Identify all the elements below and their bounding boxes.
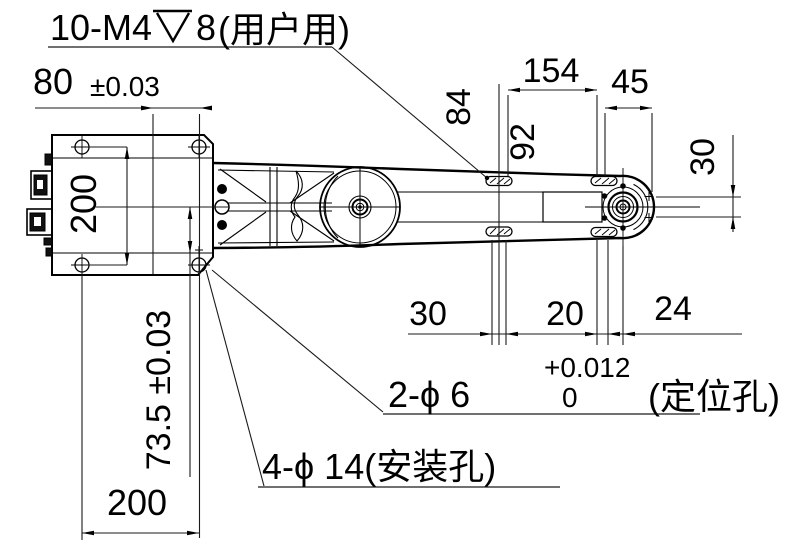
note-tapped-prefix: 10-M4 [50,7,152,48]
note-mounting-label: 4-ϕ 14(安装孔) [262,446,496,487]
joint-pulley [319,166,401,248]
robot-arm-body [212,161,656,250]
note-tapped-depth: 8 [196,7,216,48]
dim-154-label: 154 [523,52,580,90]
note-locating-tol-upper: +0.012 [544,352,630,383]
dim-80-tol-label: ±0.03 [90,71,160,102]
dim-30-bottom-label: 30 [409,295,447,333]
end-effector-flange [585,168,700,246]
flange-cross-marks [644,192,654,222]
dim-735-label: 73.5 ±0.03 [140,310,178,470]
dim-200-bottom-label: 200 [107,482,167,523]
depth-symbol-icon [153,9,192,44]
dim-24-label: 24 [654,290,692,328]
dimension-arrowheads [82,87,736,536]
base-unit-block [51,134,214,276]
dim-20-label: 20 [546,295,584,333]
note-locating-tol-lower: 0 [562,382,578,413]
note-tapped-suffix: (用户用) [218,9,350,50]
base-left-connectors [26,153,53,257]
arm-outline [212,161,656,250]
dimension-lines [35,46,742,540]
dim-200-left-label: 200 [63,174,104,234]
dim-92-label: 92 [504,123,542,161]
m4-slot-holes [485,175,618,238]
note-locating-label: 2-ϕ 6 [388,374,470,415]
dim-80-label: 80 [33,61,73,102]
dim-30-right-label: 30 [684,138,722,176]
dim-45-label: 45 [611,63,649,101]
note-locating-suffix: (定位孔) [648,376,780,417]
dim-84-label: 84 [440,88,478,126]
arm-truss-ribs [217,167,339,246]
